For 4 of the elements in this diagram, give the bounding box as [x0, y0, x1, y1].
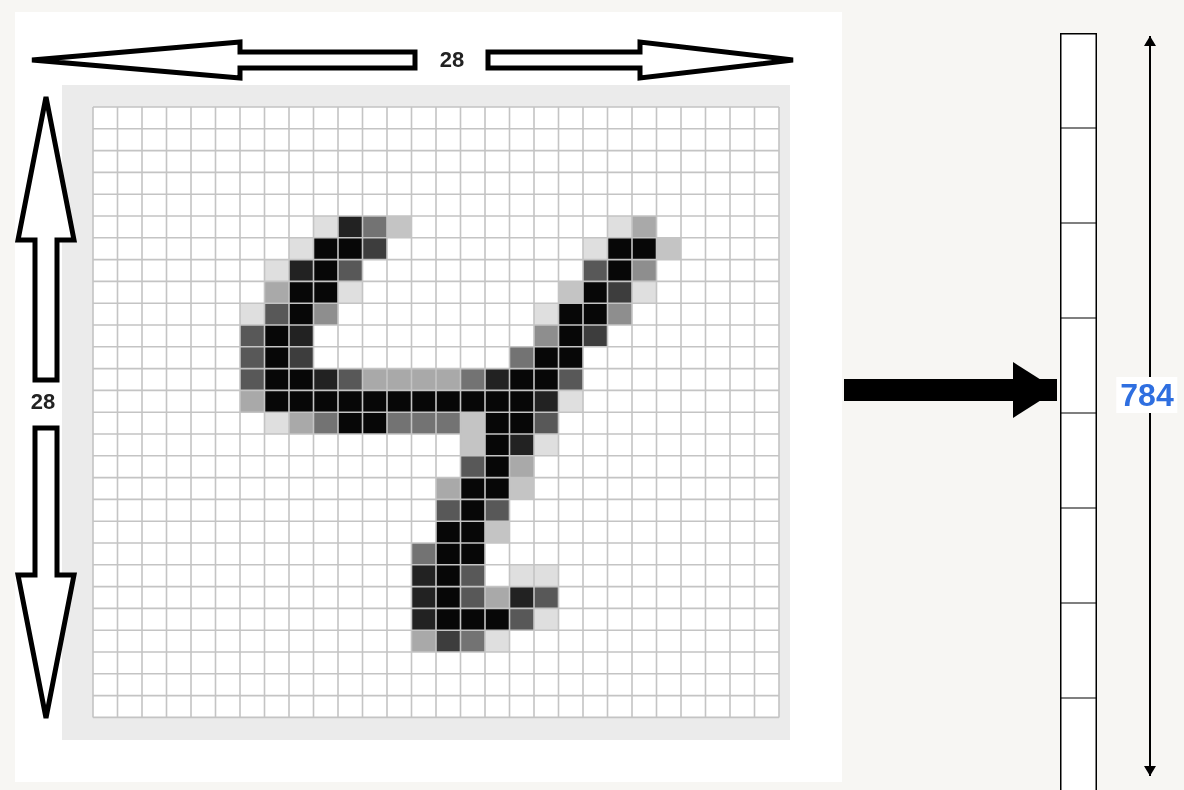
- arrow: [844, 362, 1057, 418]
- dimension-label: 28: [30, 391, 56, 413]
- dimension-label: 784: [1116, 377, 1178, 413]
- dimension-label: 28: [439, 49, 465, 71]
